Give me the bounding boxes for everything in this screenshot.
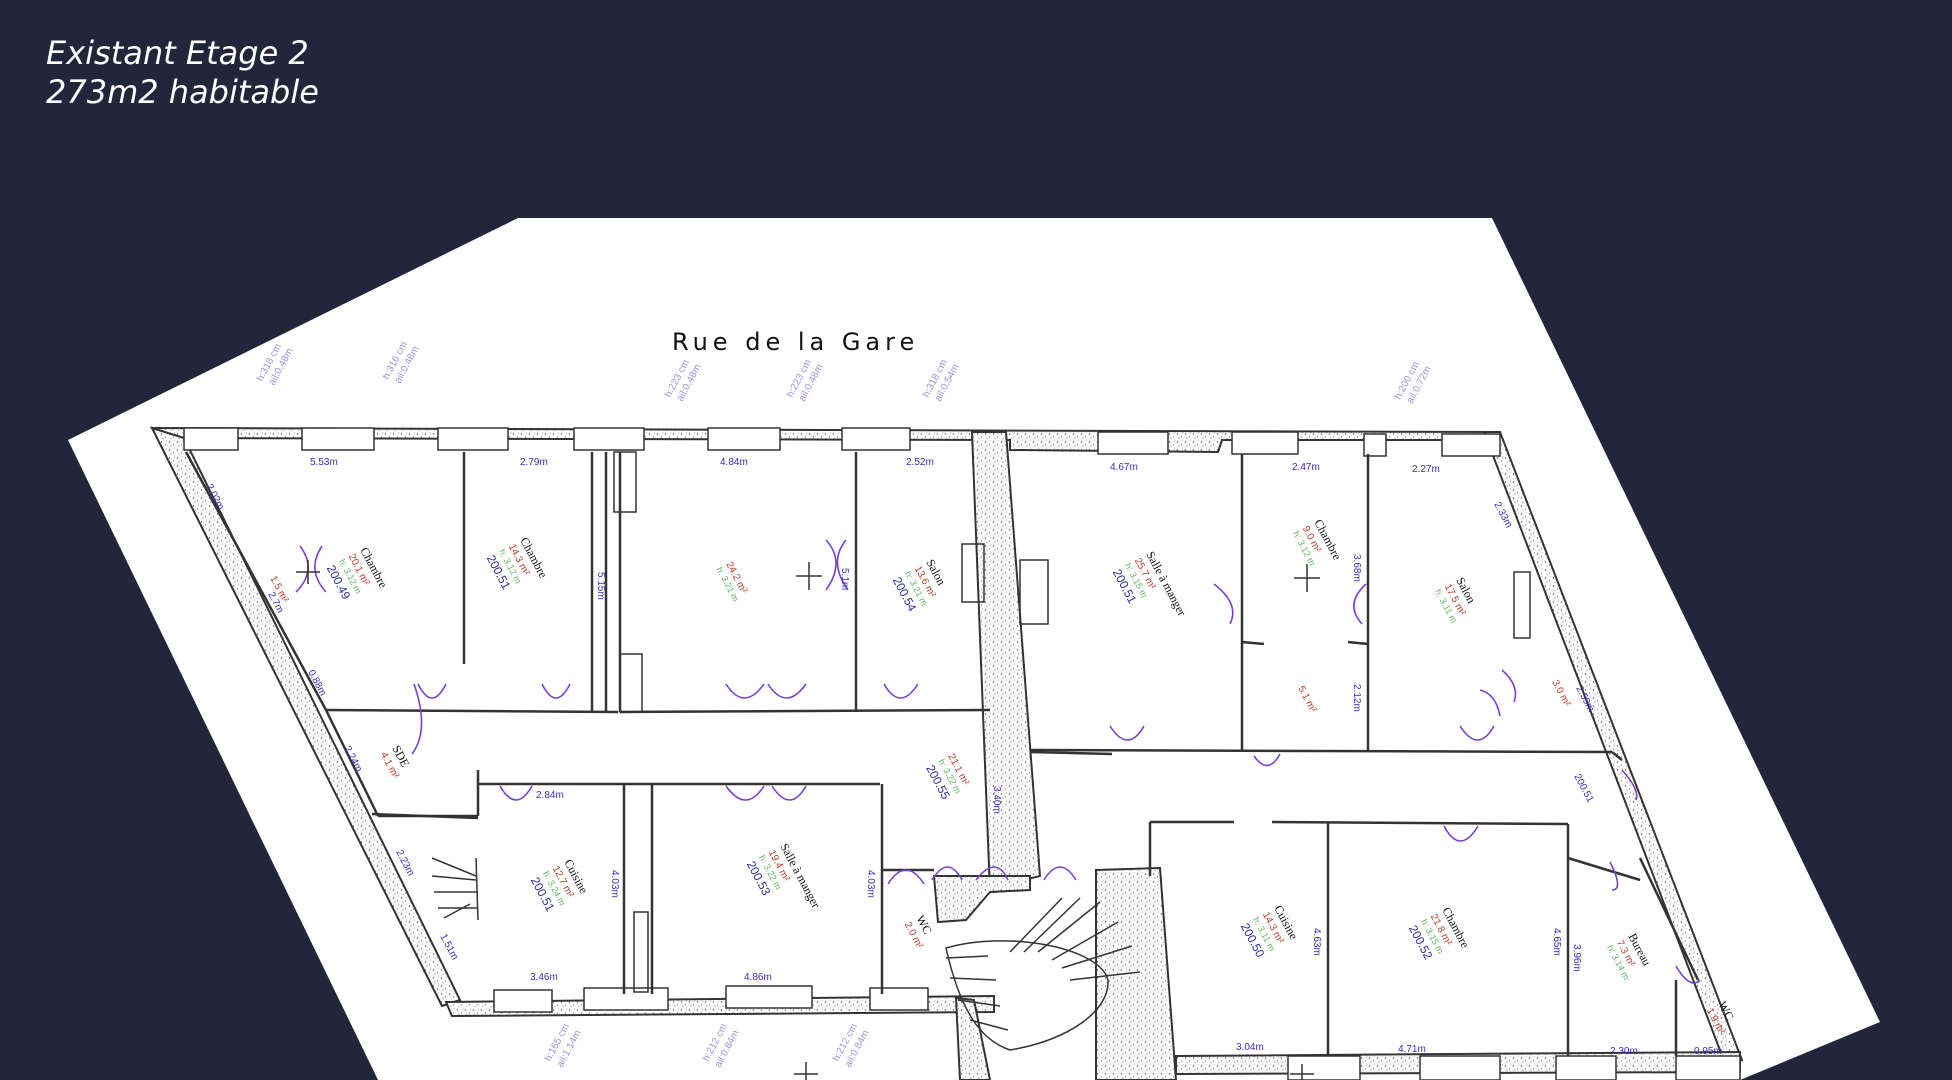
room-label: Cuisine 12.7 m² h: 3.24 m 200.51 bbox=[528, 857, 591, 914]
dimension: 5.15m bbox=[595, 572, 606, 600]
dimension: 3.40m bbox=[991, 786, 1002, 814]
dimension: 5.1m bbox=[839, 568, 850, 590]
dimension: 4.63m bbox=[1311, 928, 1322, 956]
dimension: 4.03m bbox=[865, 870, 876, 898]
dimension: 3.68m bbox=[1351, 554, 1362, 582]
dimension: 2.79m bbox=[520, 457, 548, 468]
interior-walls bbox=[184, 451, 1700, 1056]
dimension: 3.04m bbox=[1236, 1042, 1264, 1053]
dimension: 4.65m bbox=[1551, 928, 1562, 956]
dimension: 2.30m bbox=[1610, 1046, 1638, 1057]
room-label: Chambre 14.3 m² h: 3.12 m 200.51 bbox=[484, 535, 551, 592]
dimension: 4.86m bbox=[744, 972, 772, 983]
street-label: Rue de la Gare bbox=[672, 328, 919, 356]
dimension: 4.84m bbox=[720, 457, 748, 468]
dimension: 2.84m bbox=[536, 790, 564, 801]
dimension: 3.96m bbox=[1571, 944, 1582, 972]
title-line-floor: Existant Etage 2 bbox=[46, 34, 309, 72]
page-title: Existant Etage 2 273m2 habitable bbox=[46, 34, 319, 112]
room-labels: Chambre 20.1 m² h: 3.12 m 200.49 Chambre… bbox=[324, 517, 1737, 1037]
title-line-area: 273m2 habitable bbox=[46, 73, 319, 111]
dimension: 5.53m bbox=[310, 457, 338, 468]
facade-openings bbox=[183, 427, 1741, 1080]
dimension: 4.67m bbox=[1110, 462, 1138, 473]
dimension: 2.27m bbox=[1412, 464, 1440, 475]
dimension: 4.03m bbox=[609, 870, 620, 898]
dimension: 2.47m bbox=[1292, 462, 1320, 473]
dimension: 2.52m bbox=[906, 457, 934, 468]
dimension: 2.12m bbox=[1351, 684, 1362, 712]
niches bbox=[613, 451, 1531, 993]
dimension: 4.71m bbox=[1398, 1044, 1426, 1055]
dimension: 0.95m bbox=[1694, 1046, 1722, 1057]
crosshairs bbox=[296, 560, 1320, 1080]
dimension: 3.46m bbox=[530, 972, 558, 983]
stairs bbox=[431, 857, 1141, 1051]
